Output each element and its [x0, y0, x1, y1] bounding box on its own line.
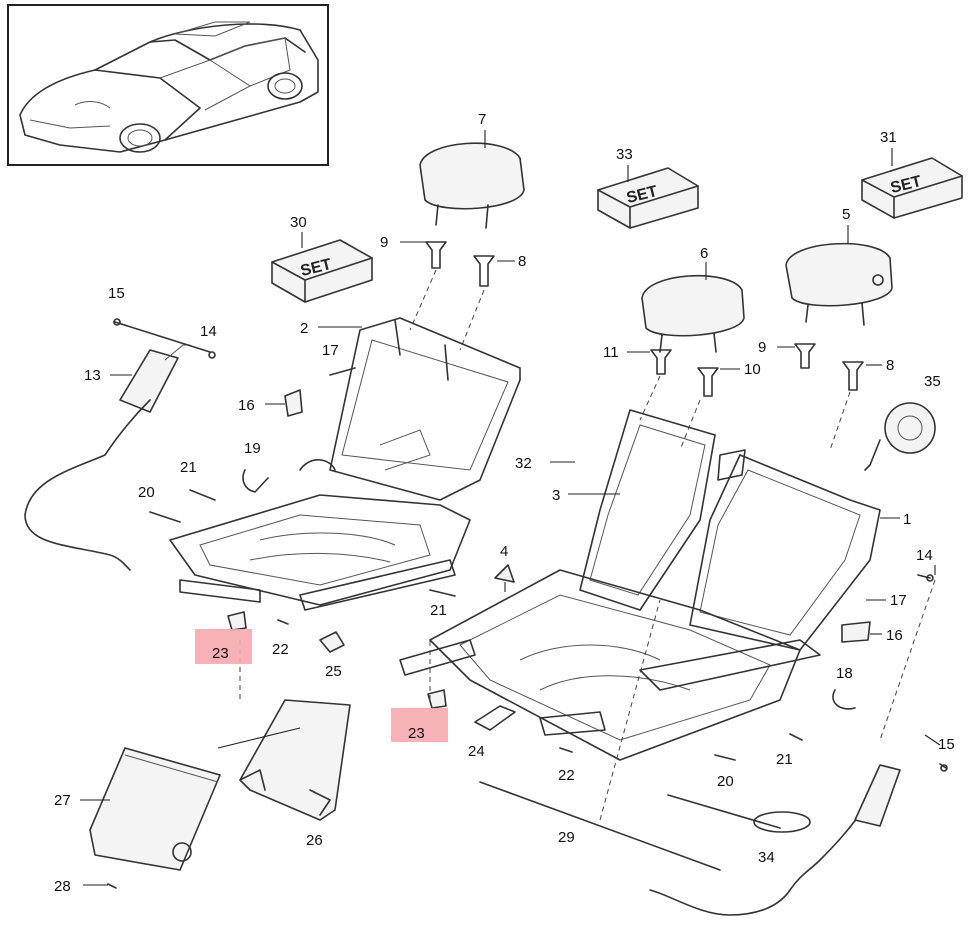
callout-7: 7	[478, 111, 486, 128]
set-box-30: SET	[271, 239, 373, 303]
cap-4	[494, 564, 515, 583]
callout-23a: 23	[212, 645, 229, 662]
callout-22b: 22	[558, 767, 575, 784]
set-box-33: SET	[597, 167, 699, 229]
pin-23-left	[227, 611, 247, 631]
callout-21b: 21	[430, 602, 447, 619]
callout-16a: 16	[238, 397, 255, 414]
left-seat-frame-2	[169, 317, 521, 611]
callout-8b: 8	[886, 357, 894, 374]
callout-17a: 17	[322, 342, 339, 359]
callout-1: 1	[903, 511, 911, 528]
callout-9a: 9	[380, 234, 388, 251]
vehicle-inset	[7, 4, 329, 166]
bracket-16	[284, 389, 871, 643]
callout-3: 3	[552, 487, 560, 504]
screws	[107, 318, 948, 889]
callout-15b: 15	[938, 736, 955, 753]
backrest-cover-27	[89, 747, 221, 871]
callout-27: 27	[54, 792, 71, 809]
callout-34: 34	[758, 849, 775, 866]
callout-20a: 20	[138, 484, 155, 501]
headrest-6	[641, 274, 745, 353]
set-box-31: SET	[861, 157, 963, 219]
bracket-24	[474, 705, 516, 731]
side-trim-13	[119, 349, 179, 413]
callout-15a: 15	[108, 285, 125, 302]
callout-11: 11	[603, 344, 619, 361]
callout-8a: 8	[518, 253, 526, 270]
callout-4: 4	[500, 543, 508, 560]
callout-21a: 21	[180, 459, 197, 476]
callout-9b: 9	[758, 339, 766, 356]
callout-25: 25	[325, 663, 342, 680]
callout-18: 18	[836, 665, 853, 682]
callout-10: 10	[744, 361, 761, 378]
callout-24: 24	[468, 743, 485, 760]
headrest-guides	[409, 241, 864, 397]
callout-5: 5	[842, 206, 850, 223]
cable-29	[479, 781, 721, 871]
callout-32: 32	[515, 455, 532, 472]
wiring-harness-right	[649, 764, 901, 916]
callout-33: 33	[616, 146, 633, 163]
callout-31: 31	[880, 129, 897, 146]
callout-23b: 23	[408, 725, 425, 742]
seat-cushion-26	[239, 699, 351, 821]
callout-labels: 7 33 31 30 5 9 8 6 15 2 14 11 9 10 8 17 …	[54, 111, 955, 895]
callout-19: 19	[244, 440, 261, 457]
callout-29: 29	[558, 829, 575, 846]
suv-illustration	[19, 21, 319, 153]
highlight-23-left	[195, 629, 252, 664]
right-seat-frame-1	[399, 409, 881, 761]
bracket-18-19	[242, 469, 856, 710]
cable-34	[667, 794, 811, 833]
callout-20b: 20	[717, 773, 734, 790]
callout-14a: 14	[200, 323, 217, 340]
callout-14b: 14	[916, 547, 933, 564]
callout-21c: 21	[776, 751, 793, 768]
callout-6: 6	[700, 245, 708, 262]
actuator-35	[864, 402, 936, 471]
callout-26: 26	[306, 832, 323, 849]
leader-lines	[80, 130, 941, 886]
clip-25	[319, 631, 345, 653]
callout-16b: 16	[886, 627, 903, 644]
callout-22a: 22	[272, 641, 289, 658]
callout-17b: 17	[890, 592, 907, 609]
callout-35: 35	[924, 373, 941, 390]
pin-23-right	[427, 689, 447, 709]
headrest-5	[785, 242, 893, 326]
callout-30: 30	[290, 214, 307, 231]
highlight-23-right	[391, 708, 448, 742]
callout-28: 28	[54, 878, 71, 895]
callout-13: 13	[84, 367, 101, 384]
headrest-7	[419, 142, 525, 229]
callout-2: 2	[300, 320, 308, 337]
